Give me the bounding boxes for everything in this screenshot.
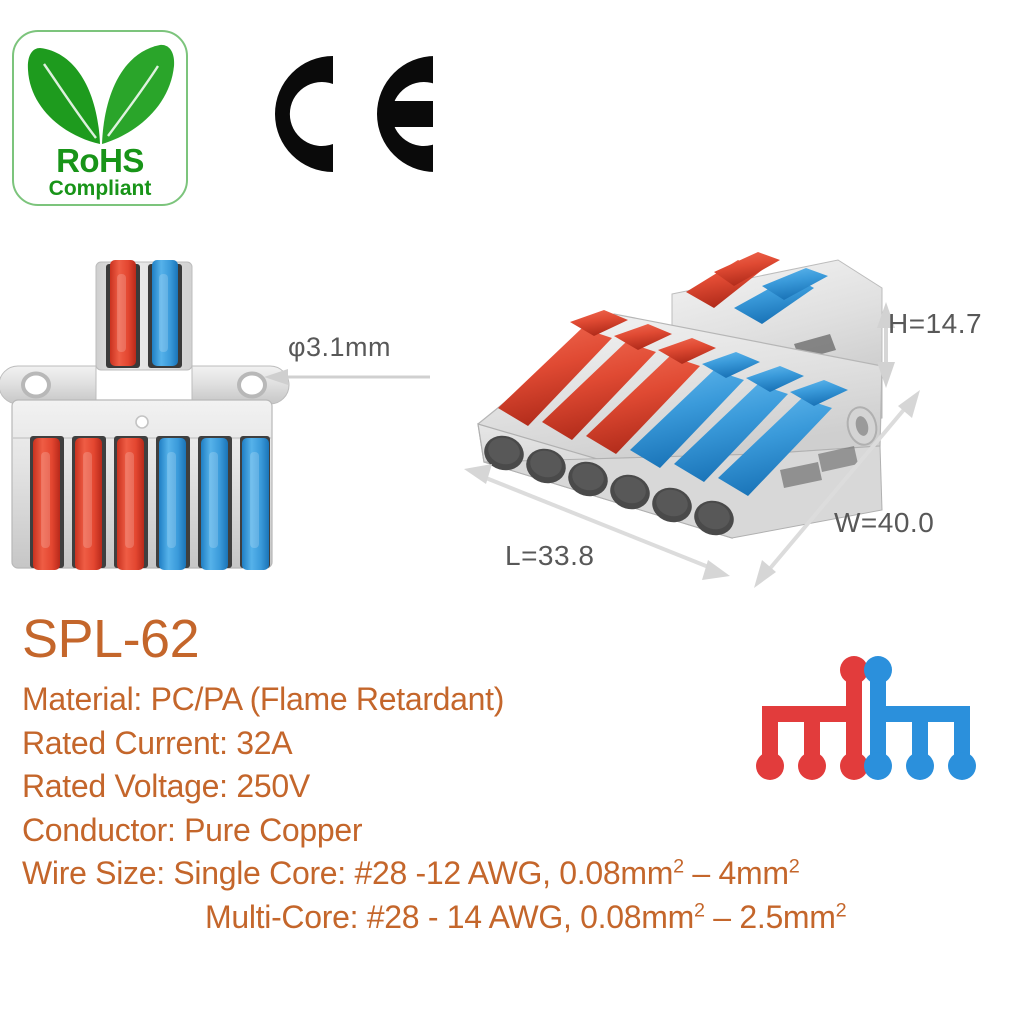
perspective-view-photo [464,252,920,588]
mounting-ear-group [0,365,290,405]
vertical-double-arrow-icon [877,302,895,388]
wiring-schematic-icon [756,656,976,780]
spec-wire-single-sup1: 2 [673,855,684,878]
spec-voltage-text: Rated Voltage: 250V [22,768,310,805]
wiring-red-group [756,656,868,780]
rohs-compliant-badge: RoHS Compliant [12,30,188,206]
spec-line-voltage: Rated Voltage: 250V [22,765,760,809]
wiring-blue-group [864,656,976,780]
spec-wire-multi-sup2: 2 [835,898,847,921]
certification-row: RoHS Compliant [0,0,1024,230]
spec-line-wire-size-multi: Multi-Core: #28 - 14 AWG, 0.08mm2 – 2.5m… [205,896,847,940]
spec-wire-single-mid: – 4mm [683,855,789,892]
side-slot-group [780,446,858,488]
rohs-leaf-icon [27,44,175,144]
spec-line-current: Rated Current: 32A [22,722,760,766]
diagonal-double-arrow-l-icon [464,464,730,580]
product-spec-block: SPL-62 Material: PC/PA (Flame Retardant)… [0,609,847,940]
length-dimension-label: L=33.8 [505,540,595,571]
spec-current-text: Rated Current: 32A [22,724,293,761]
spec-wire-multi-sup1: 2 [693,898,705,921]
diagonal-double-arrow-w-icon [754,390,920,588]
page-title: SPL-62 [22,609,200,669]
diameter-callout-label: φ3.1mm [288,332,392,362]
leader-arrow-left-icon [264,369,430,385]
front-lever-group [498,310,848,496]
spec-line-wire-size-single: Wire Size: Single Core: #28 -12 AWG, 0.0… [22,852,800,896]
rohs-subtitle: Compliant [48,177,152,200]
spec-line-material: Material: PC/PA (Flame Retardant) [22,678,760,722]
spec-wire-multi-text: Multi-Core: #28 - 14 AWG, 0.08mm [205,898,694,935]
spec-line-conductor: Conductor: Pure Copper [22,809,760,853]
rohs-title: RoHS [56,142,144,179]
height-dimension-label: H=14.7 [888,308,983,339]
top-lever-group [106,260,182,368]
wire-hole-group [484,435,734,536]
spec-wire-single-text: Wire Size: Single Core: #28 -12 AWG, 0.0… [22,855,674,892]
spec-conductor-text: Conductor: Pure Copper [22,811,363,848]
spec-material-text: Material: PC/PA (Flame Retardant) [22,681,505,717]
spec-wire-single-sup2: 2 [788,855,800,878]
spec-wire-multi-mid: – 2.5mm [704,898,836,935]
top-view-photo [0,260,430,570]
ce-mark-icon [275,48,440,180]
bottom-lever-group [30,436,270,570]
width-dimension-label: W=40.0 [834,507,935,538]
